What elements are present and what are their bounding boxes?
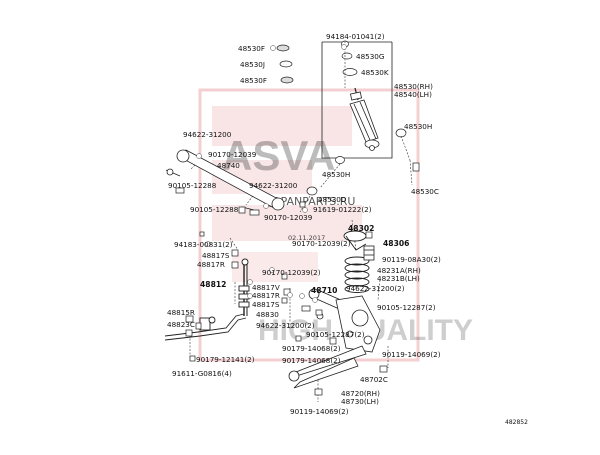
label-48231b-lh: 48231B(LH)	[377, 274, 420, 283]
label-48720-rh: 48720(RH)	[341, 389, 380, 398]
label-48817r-mid: 48817R	[252, 291, 280, 300]
label-48231a-rh: 48231A(RH)	[377, 266, 421, 275]
label-48530h-right: 48530H	[404, 122, 432, 131]
label-48823c: 48823C	[167, 320, 195, 329]
watermark-date: 02.11.2017	[288, 234, 325, 242]
label-90179-12141: 90179-12141(2)	[196, 355, 255, 364]
label-48530c: 48530C	[411, 187, 439, 196]
label-94622-31200-bottom: 94622-31200(2)	[256, 321, 315, 330]
label-48740: 48740	[217, 161, 240, 170]
label-90105-12287-mid: 90105-12287(2)	[306, 330, 365, 339]
label-48530f-lower: 48530F	[240, 76, 267, 85]
label-48530-rh: 48530(RH)	[394, 82, 433, 91]
watermark-brand: ASVA	[222, 132, 336, 179]
callout-markers	[196, 44, 347, 303]
label-48812: 48812	[200, 280, 226, 289]
label-48702c: 48702C	[360, 375, 388, 384]
label-90119-14069-bottom: 90119-14069(2)	[290, 407, 349, 416]
label-48530f-top: 48530F	[238, 44, 265, 53]
label-48730-lh: 48730(LH)	[341, 397, 379, 406]
label-94622-31200-top: 94622-31200	[183, 130, 232, 139]
watermark-site: JAPANPARTS.RU	[269, 195, 355, 208]
shock-absorber-box	[321, 41, 393, 159]
label-48815r: 48815R	[167, 308, 195, 317]
label-90105-12288-mid: 90105-12288	[190, 205, 239, 214]
label-48530k: 48530K	[361, 68, 389, 77]
label-94622-31200-right: 94622-31200(2)	[346, 284, 405, 293]
label-94184-01041: 94184-01041(2)	[326, 32, 385, 41]
label-90105-12288-left: 90105-12288	[168, 181, 217, 190]
label-90170-12039-mid: 90170-12039	[264, 213, 313, 222]
fasteners	[175, 187, 388, 396]
label-91611-g0816: 91611-G0816(4)	[172, 369, 232, 378]
label-91619-01222: 91619-01222(2)	[313, 205, 372, 214]
label-90119-14069-right: 90119-14069(2)	[382, 350, 441, 359]
lower-control-arm	[288, 288, 381, 389]
watermark	[198, 88, 420, 362]
label-48817v: 48817V	[252, 283, 280, 292]
label-90170-12039-c: 90170-12039(2)	[292, 239, 351, 248]
label-48540-lh: 48540(LH)	[394, 90, 432, 99]
label-90105-12287-right: 90105-12287(2)	[377, 303, 436, 312]
label-48530d: 48530D	[318, 195, 347, 204]
shock-absorber	[349, 87, 380, 151]
label-48817r-top: 48817R	[197, 260, 225, 269]
label-48710: 48710	[311, 286, 337, 295]
bump-stop	[363, 245, 375, 261]
label-90179-14068-c: 90179-14068(2)	[282, 344, 341, 353]
label-48302: 48302	[348, 224, 374, 233]
label-48817s-mid: 48817S	[252, 300, 280, 309]
label-48530h-center: 48530H	[322, 170, 350, 179]
label-94622-31200-mid: 94622-31200	[249, 181, 298, 190]
label-90179-14068: 90179-14068(2)	[282, 356, 341, 365]
label-90170-12039-top: 90170-12039	[208, 150, 257, 159]
figure-id: 482852	[505, 419, 528, 426]
label-48530g: 48530G	[356, 52, 384, 61]
label-90170-12039-d: 90170-12039(2)	[262, 268, 321, 277]
label-48830: 48830	[256, 310, 279, 319]
label-90119-08a30: 90119-08A30(2)	[382, 255, 441, 264]
label-48306: 48306	[383, 239, 409, 248]
label-94183-00831: 94183-00831(2)	[174, 240, 233, 249]
upper-control-arm	[165, 149, 285, 211]
label-48530j: 48530J	[240, 60, 265, 69]
label-48817s-top: 48817S	[202, 251, 230, 260]
